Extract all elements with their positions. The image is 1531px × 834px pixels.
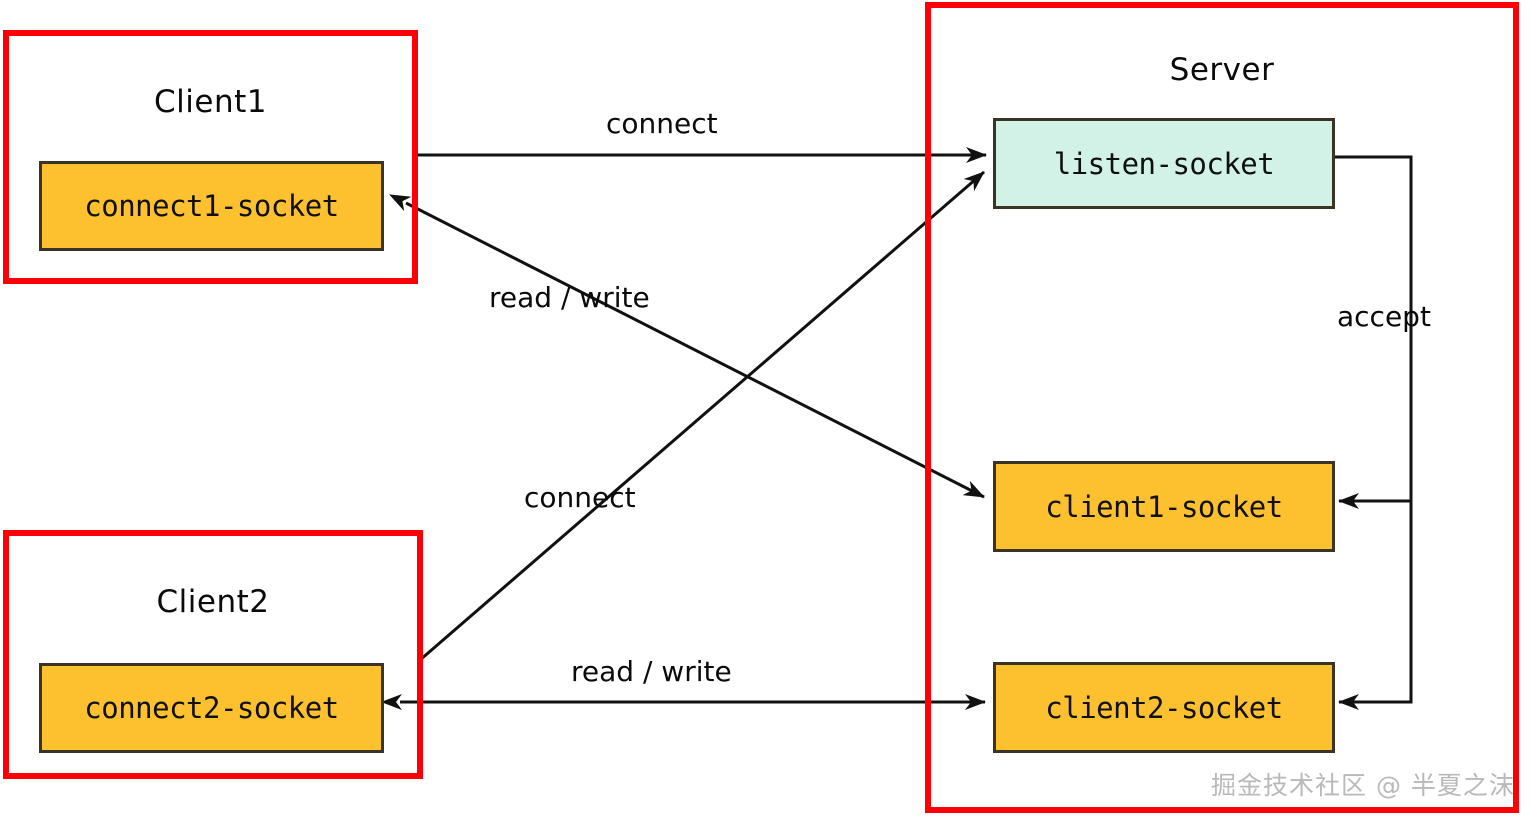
- watermark: 掘金技术社区 @ 半夏之沫: [1211, 771, 1515, 800]
- edge-connect-2: [419, 170, 985, 662]
- node-client1-socket[interactable]: client1-socket: [993, 461, 1335, 552]
- edge-label-connect-top: connect: [606, 107, 718, 140]
- node-connect2-socket[interactable]: connect2-socket: [39, 663, 384, 753]
- group-client2-title: Client2: [156, 584, 270, 620]
- edge-label-accept: accept: [1337, 300, 1431, 333]
- edge-label-connect-bottom: connect: [524, 481, 636, 514]
- group-server: Server listen-socket client1-socket clie…: [925, 2, 1519, 813]
- edge-label-read-write-bottom: read / write: [571, 655, 732, 688]
- edge-label-read-write-top: read / write: [489, 281, 650, 314]
- group-client1-title: Client1: [154, 84, 267, 120]
- node-listen-socket[interactable]: listen-socket: [993, 118, 1335, 209]
- node-connect1-socket[interactable]: connect1-socket: [39, 161, 384, 251]
- group-client1: Client1 connect1-socket: [3, 30, 418, 284]
- group-server-title: Server: [1169, 52, 1275, 88]
- node-client2-socket[interactable]: client2-socket: [993, 662, 1335, 753]
- group-client2: Client2 connect2-socket: [3, 530, 423, 779]
- edge-readwrite-1: [389, 194, 985, 499]
